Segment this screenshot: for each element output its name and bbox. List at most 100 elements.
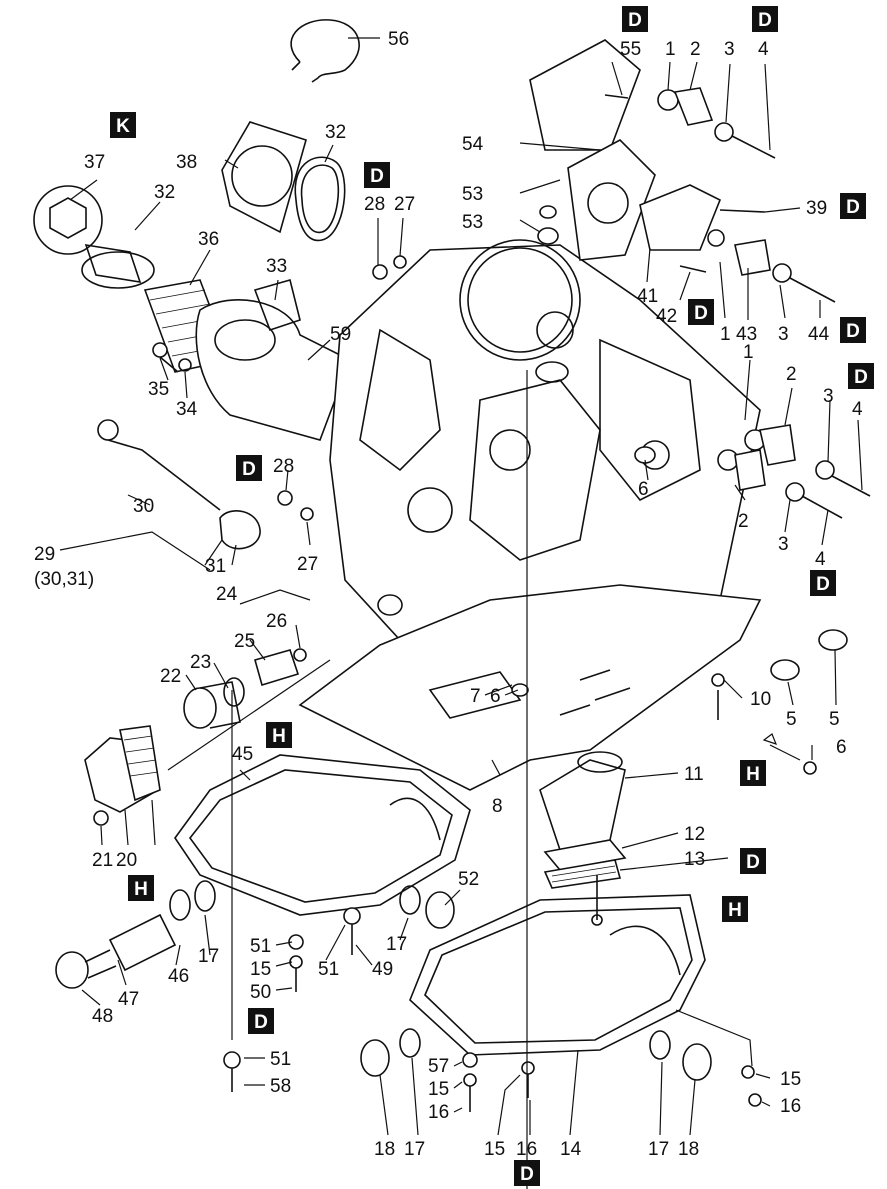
callout-label: 4: [815, 549, 826, 570]
callout-label: 49: [372, 959, 393, 980]
marker-label: H: [746, 764, 760, 785]
marker-box: [236, 455, 262, 481]
marker-box: [848, 363, 874, 389]
callout-label: 51: [270, 1049, 291, 1070]
callout-label: 21: [92, 850, 113, 871]
callout-label: 6: [638, 479, 649, 500]
callout-label: 5: [786, 709, 797, 730]
callout-label: 27: [297, 554, 318, 575]
marker-label: D: [694, 303, 708, 324]
marker-label: H: [134, 879, 148, 900]
callout-label: 53: [462, 212, 483, 233]
callout-label: 42: [656, 306, 677, 327]
callout-label: 46: [168, 966, 189, 987]
callout-label: 2: [786, 364, 797, 385]
callout-label: (30,31): [34, 569, 94, 590]
marker-label: D: [628, 10, 642, 31]
leader-lines: [59, 37, 863, 1189]
callout-label: 13: [684, 849, 705, 870]
callout-label: 47: [118, 989, 139, 1010]
callout-label: 12: [684, 824, 705, 845]
callout-label: 6: [836, 737, 847, 758]
callout-label: 11: [684, 764, 704, 785]
callout-label: 16: [516, 1139, 537, 1160]
marker-box: [752, 6, 778, 32]
marker-box: [128, 875, 154, 901]
callout-label: 3: [724, 39, 735, 60]
callout-label: 45: [232, 744, 253, 765]
marker-label: K: [116, 116, 130, 137]
callout-label: 4: [758, 39, 769, 60]
callout-label: 51: [250, 936, 271, 957]
callout-label: 25: [234, 631, 255, 652]
callout-label: 39: [806, 198, 827, 219]
callout-label: 24: [216, 584, 238, 605]
marker-box: [740, 848, 766, 874]
callout-label: 29: [34, 544, 55, 565]
callout-label: 32: [325, 122, 346, 143]
marker-box: [840, 193, 866, 219]
callout-label: 27: [394, 194, 415, 215]
marker-label: D: [254, 1012, 268, 1033]
callout-label: 54: [462, 134, 484, 155]
marker-label: D: [370, 166, 384, 187]
marker-label: D: [816, 574, 830, 595]
callout-label: 14: [560, 1139, 582, 1160]
marker-box: [810, 570, 836, 596]
callout-label: 35: [148, 379, 169, 400]
callout-label: 3: [823, 386, 834, 407]
callout-label: 2: [738, 511, 749, 532]
callout-label: 41: [637, 286, 658, 307]
callout-label: 15: [780, 1069, 801, 1090]
callout-label: 1: [743, 342, 754, 363]
callout-label: 33: [266, 256, 287, 277]
marker-box: [514, 1160, 540, 1186]
callout-label: 48: [92, 1006, 113, 1027]
marker-box: [266, 722, 292, 748]
marker-box: [740, 760, 766, 786]
marker-box: [622, 6, 648, 32]
callout-label: 53: [462, 184, 483, 205]
marker-label: D: [746, 852, 760, 873]
marker-label: D: [520, 1164, 534, 1185]
callout-label: 36: [198, 229, 219, 250]
callout-label: 16: [428, 1102, 449, 1123]
callout-label: 23: [190, 652, 211, 673]
callout-label: 18: [678, 1139, 699, 1160]
callout-label: 15: [250, 959, 271, 980]
callout-label: 50: [250, 982, 271, 1003]
marker-box: [840, 317, 866, 343]
marker-label: D: [758, 10, 772, 31]
callout-label: 15: [484, 1139, 505, 1160]
callout-label: 55: [620, 39, 641, 60]
marker-label: D: [846, 321, 860, 342]
callout-label: 3: [778, 534, 789, 555]
callout-label: 52: [458, 869, 479, 890]
callout-label: 18: [374, 1139, 395, 1160]
callout-label: 17: [198, 946, 219, 967]
callout-label: 51: [318, 959, 339, 980]
marker-box: [364, 162, 390, 188]
callout-label: 59: [330, 324, 351, 345]
callout-label: 32: [154, 182, 175, 203]
marker-label: H: [728, 900, 742, 921]
marker-label: D: [846, 197, 860, 218]
marker-label: D: [242, 459, 256, 480]
callout-label: 15: [428, 1079, 449, 1100]
marker-label: D: [854, 367, 868, 388]
callout-label: 10: [750, 689, 771, 710]
callout-label: 22: [160, 666, 181, 687]
marker-box: [688, 299, 714, 325]
callout-label: 20: [116, 850, 137, 871]
callout-label: 16: [780, 1096, 801, 1117]
callout-labels: 56 55 1 2 3 4 32 38 37 32 28 27 54 53 53…: [34, 29, 863, 1160]
callout-label: 44: [808, 324, 830, 345]
callout-label: 2: [690, 39, 701, 60]
section-markers: D D K D D D D D D D H H H D H D D: [110, 6, 874, 1186]
callout-label: 1: [665, 39, 676, 60]
callout-label: 31: [205, 556, 226, 577]
callout-label: 43: [736, 324, 757, 345]
callout-label: 58: [270, 1076, 291, 1097]
